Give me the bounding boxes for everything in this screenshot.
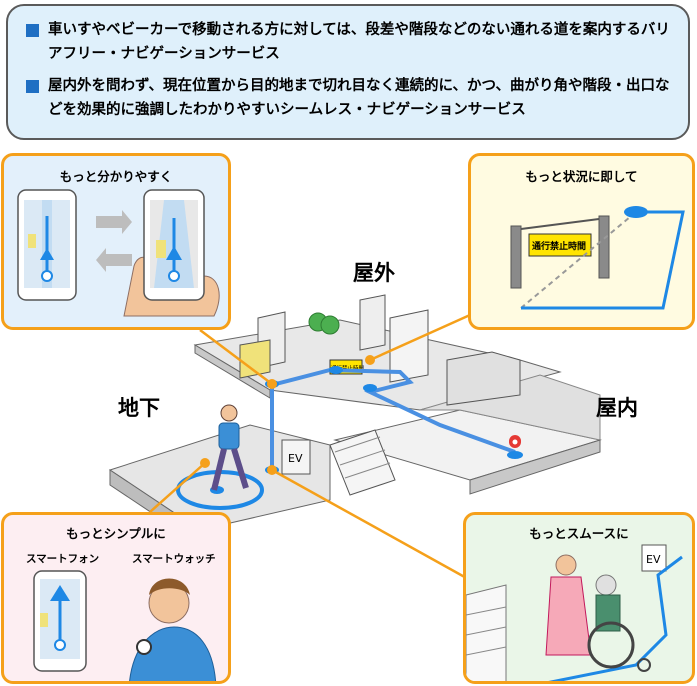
wheelchair-user-head — [595, 574, 617, 596]
elevator-sign — [641, 544, 667, 572]
connector-line — [199, 329, 273, 385]
person-hair — [149, 578, 190, 595]
panel-context-aware: もっと状況に即して 通行禁止時間 — [468, 153, 695, 330]
connector-line — [271, 468, 471, 582]
route-line — [548, 555, 683, 681]
wheelchair-illustration: EV — [466, 544, 683, 681]
caregiver-head — [555, 554, 577, 576]
gate-post — [598, 215, 610, 279]
location-dot — [41, 270, 53, 282]
panel-clearer: もっと分かりやすく — [1, 153, 231, 330]
map-building — [40, 613, 48, 627]
stair-step — [334, 436, 381, 453]
stairs — [329, 429, 396, 496]
bullet-text: 車いすやベビーカーで移動される方に対しては、段差や階段などのない通れる道を案内す… — [48, 22, 670, 62]
destination-pin-center — [512, 439, 518, 445]
building — [389, 309, 429, 383]
tree-icon — [320, 315, 340, 335]
stair-step — [466, 626, 507, 636]
person-body — [129, 626, 216, 681]
person-leg — [211, 448, 227, 491]
direction-arrow-icon — [40, 248, 54, 260]
stair-step — [344, 462, 391, 479]
arrow-right-icon — [96, 210, 132, 234]
area-label-outdoor: 屋外 — [353, 261, 395, 285]
route-node — [363, 384, 377, 392]
connector-line — [149, 462, 206, 513]
bullet-square-icon — [26, 80, 39, 93]
gate-post — [510, 225, 522, 289]
route-node — [329, 366, 343, 374]
panel-simpler: もっとシンプルに スマートフォン スマートウォッチ — [1, 512, 231, 684]
building — [359, 294, 386, 351]
person-head — [220, 404, 238, 422]
elevator-label: EV — [288, 452, 303, 465]
connector-dot — [200, 458, 210, 468]
map-building — [28, 234, 36, 248]
caregiver-body — [545, 576, 592, 656]
direction-arrow-icon — [50, 585, 70, 601]
location-dot — [54, 639, 66, 651]
connector-dot — [267, 379, 277, 389]
panel-caption: もっとシンプルに — [66, 526, 166, 541]
simple-devices-illustration — [33, 570, 216, 681]
blocked-route — [520, 211, 637, 309]
no-passage-sign-text: 通行禁止時間 — [331, 364, 365, 372]
no-passage-sign-text: 通行禁止時間 — [532, 240, 586, 252]
location-dot — [168, 270, 180, 282]
device-label-smartphone: スマートフォン — [26, 553, 100, 565]
stairs — [466, 584, 507, 681]
panel-smoother: もっとスムースに EV — [463, 512, 695, 684]
building-yellow — [239, 339, 271, 379]
panel-caption: もっとスムースに — [529, 526, 629, 541]
smartwatch-icon — [136, 639, 152, 655]
stair-step — [466, 646, 507, 656]
phone-comparison-illustration — [17, 189, 220, 317]
panel-caption: もっと分かりやすく — [59, 169, 173, 184]
connector-dot — [267, 465, 277, 475]
elevator-label: EV — [646, 553, 661, 566]
bullet-item: 車いすやベビーカーで移動される方に対しては、段差や階段などのない通れる道を案内す… — [26, 18, 681, 66]
person-body — [218, 422, 240, 450]
connector-line — [369, 313, 471, 362]
person-leg — [231, 448, 249, 489]
destination-dot — [507, 451, 523, 459]
no-passage-sign — [528, 233, 592, 257]
map-building — [156, 240, 166, 258]
wheelchair-icon — [587, 621, 635, 669]
indoor-floor-edge — [469, 439, 601, 495]
area-label-indoor: 屋内 — [596, 396, 638, 420]
stair-step — [339, 449, 386, 466]
wheelchair-front-wheel — [637, 658, 651, 672]
panel-caption: もっと状況に即して — [525, 169, 638, 184]
stair-step — [466, 606, 507, 616]
elevator-box — [281, 439, 311, 475]
arrow-left-icon — [96, 248, 132, 272]
gate-rope — [520, 218, 600, 230]
route-node — [624, 206, 648, 218]
device-label-smartwatch: スマートウォッチ — [132, 553, 216, 565]
direction-arrow-icon — [166, 246, 182, 260]
building-entrance — [446, 351, 521, 406]
description-banner: 車いすやベビーカーで移動される方に対しては、段差や階段などのない通れる道を案内す… — [6, 4, 690, 140]
bullet-text: 屋内外を問わず、現在位置から目的地まで切れ目なく連続的に、かつ、曲がり角や階段・… — [48, 78, 670, 118]
bullet-item: 屋内外を問わず、現在位置から目的地まで切れ目なく連続的に、かつ、曲がり角や階段・… — [26, 74, 681, 122]
bullet-square-icon — [26, 24, 39, 37]
area-label-underground: 地下 — [118, 396, 160, 420]
gate-illustration: 通行禁止時間 — [510, 206, 685, 310]
detour-route — [521, 210, 685, 310]
connector-dot — [365, 355, 375, 365]
